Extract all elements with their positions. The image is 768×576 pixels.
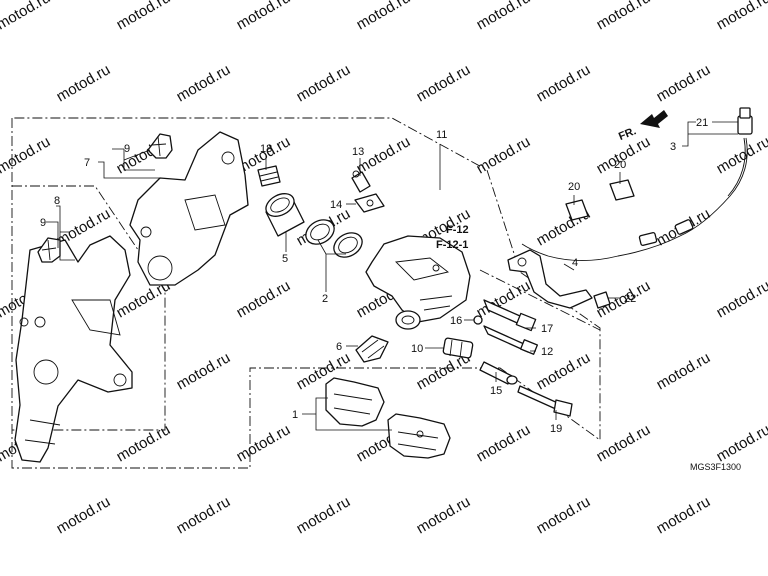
watermark-text: motod.ru <box>414 493 474 537</box>
callout-13: 13 <box>352 146 364 158</box>
callout-3: 3 <box>670 141 676 153</box>
sensor-bracket <box>507 249 611 309</box>
bleed-valve <box>351 170 385 213</box>
callout-9-upper: 9 <box>124 143 130 155</box>
watermark-text: motod.ru <box>714 421 768 465</box>
wheel-speed-sensor-harness <box>521 107 753 261</box>
piston-seals <box>305 219 363 258</box>
callout-5: 5 <box>282 253 288 265</box>
watermark-text: motod.ru <box>474 133 534 177</box>
watermark-text: motod.ru <box>654 61 714 105</box>
callout-6: 6 <box>336 341 342 353</box>
callout-7: 7 <box>84 157 90 169</box>
leader-lines <box>46 121 738 431</box>
callout-15: 15 <box>490 385 502 397</box>
watermark-text: motod.ru <box>474 0 534 33</box>
watermark-text: motod.ru <box>294 493 354 537</box>
mounting-bracket-large <box>14 235 133 463</box>
callout-18: 18 <box>260 143 272 155</box>
watermark-text: motod.ru <box>234 421 294 465</box>
callout-14: 14 <box>330 199 342 211</box>
pin-sleeve <box>442 337 474 359</box>
watermark-text: motod.ru <box>294 61 354 105</box>
watermark-text: motod.ru <box>594 421 654 465</box>
watermark-text: motod.ru <box>0 0 53 33</box>
watermark-text: motod.ru <box>654 493 714 537</box>
callout-9-lower: 9 <box>40 217 46 229</box>
caliper-piston <box>265 193 305 237</box>
watermark-text: motod.ru <box>0 133 53 177</box>
watermark-text: motod.ru <box>54 61 114 105</box>
callout-20-right: 20 <box>614 159 626 171</box>
frame-slide-pin-group <box>479 269 601 331</box>
watermark-text: motod.ru <box>594 0 654 33</box>
reference-label-f12: F-12 <box>446 224 469 236</box>
watermark-text: motod.ru <box>714 133 768 177</box>
reference-labels: F-12 F-12-1 <box>436 224 469 251</box>
watermark-text: motod.ru <box>714 277 768 321</box>
watermark-text: motod.ru <box>174 349 234 393</box>
callout-11: 11 <box>436 129 447 141</box>
callout-16: 16 <box>450 315 462 327</box>
watermark-text: motod.ru <box>174 61 234 105</box>
watermark-text: motod.ru <box>174 493 234 537</box>
callout-2: 2 <box>322 293 328 305</box>
watermark-text: motod.ru <box>654 349 714 393</box>
watermark-text: motod.ru <box>474 421 534 465</box>
callout-19: 19 <box>550 423 562 435</box>
watermark-text: motod.ru <box>414 61 474 105</box>
pad-spring <box>355 335 389 363</box>
retaining-pin <box>479 361 518 385</box>
callout-4: 4 <box>572 257 578 269</box>
slide-pins <box>473 299 539 355</box>
caliper-body <box>365 235 471 330</box>
callout-1: 1 <box>292 409 298 421</box>
watermark-text: motod.ru <box>534 61 594 105</box>
watermark-text: motod.ru <box>354 0 414 33</box>
pin-boot <box>257 165 281 187</box>
watermark-text: motod.ru <box>54 493 114 537</box>
caliper-bolt <box>517 385 573 417</box>
callout-numbers: 9 7 8 9 18 5 2 13 14 11 6 1 10 16 17 12 … <box>40 117 708 435</box>
callout-17: 17 <box>541 323 553 335</box>
watermark-text: motod.ru <box>714 0 768 33</box>
callout-20-left: 20 <box>568 181 580 193</box>
bracket-small <box>129 131 249 286</box>
frame-caliper-assembly <box>11 117 601 469</box>
brake-pads <box>325 377 451 459</box>
callout-10: 10 <box>411 343 423 355</box>
callout-21: 21 <box>696 117 708 129</box>
diagram-code: MGS3F1300 <box>690 462 741 472</box>
watermark-text: motod.ru <box>234 277 294 321</box>
frame-bracket-assembly <box>12 185 166 431</box>
callout-8: 8 <box>54 195 60 207</box>
reference-label-f12-1: F-12-1 <box>436 239 468 251</box>
watermark-text: motod.ru <box>234 0 294 33</box>
watermark-text: motod.ru <box>534 493 594 537</box>
assembly-frames <box>11 117 601 469</box>
callout-22: 22 <box>624 293 636 305</box>
watermark-text: motod.ru <box>114 0 174 33</box>
callout-12: 12 <box>541 346 553 358</box>
watermark-text: motod.ru <box>114 421 174 465</box>
